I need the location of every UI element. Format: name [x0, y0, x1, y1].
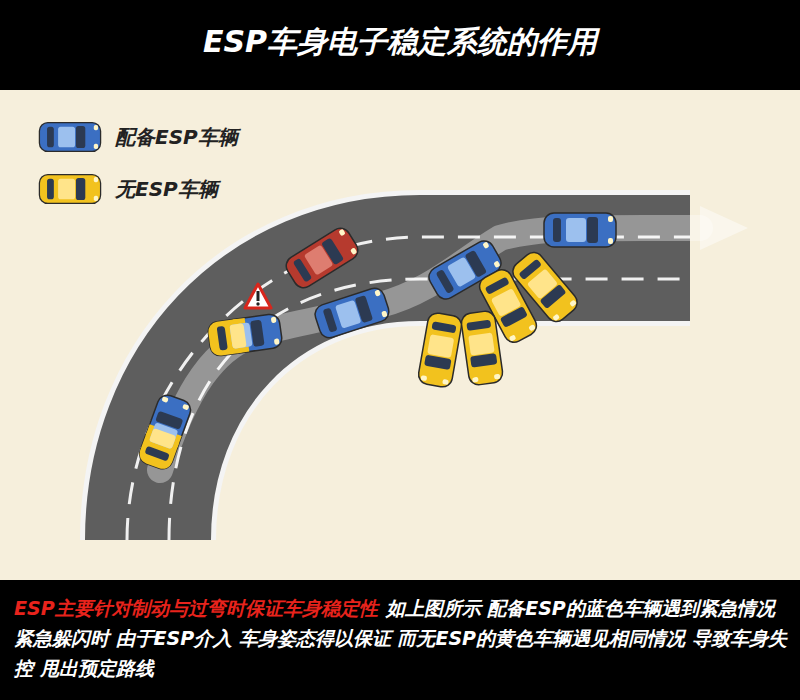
- car-part: [552, 314, 560, 322]
- car-part: [76, 178, 85, 200]
- car-part: [137, 392, 194, 471]
- car-part: [485, 277, 510, 295]
- car-part: [460, 310, 504, 386]
- car-part: [470, 353, 497, 368]
- car-part: [350, 247, 357, 255]
- car-part: [465, 250, 488, 278]
- car-part: [608, 238, 613, 244]
- car-part: [39, 123, 100, 152]
- caption: ESP主要针对制动与过弯时保证车身稳定性: [14, 597, 378, 619]
- car-part: [509, 334, 517, 341]
- car-icon: [544, 213, 616, 247]
- car-part: [420, 375, 427, 381]
- car-part: [47, 179, 54, 199]
- car-part: [274, 338, 280, 345]
- car-part: [427, 334, 454, 358]
- car-part: [39, 175, 100, 204]
- car-part: [250, 320, 265, 347]
- car-part: [608, 216, 613, 222]
- top-band: [0, 0, 800, 90]
- car-part: [566, 218, 586, 242]
- car-part: [466, 320, 491, 331]
- car-part: [587, 217, 598, 243]
- car-part: [500, 306, 528, 328]
- car-icon: [313, 286, 392, 341]
- caption-block: ESP主要针对制动与过弯时保证车身稳定性如上图所示 配备ESP的蓝色车辆遇到紧急…: [14, 593, 788, 683]
- car-part: [355, 295, 373, 323]
- car-part: [229, 322, 252, 349]
- car-part: [58, 179, 75, 199]
- car-part: [182, 404, 189, 411]
- car-part: [424, 355, 452, 370]
- car-part: [468, 332, 495, 355]
- car-part: [282, 225, 361, 292]
- car-part: [94, 196, 98, 201]
- car-part: [417, 312, 463, 389]
- car-part: [58, 127, 75, 147]
- car-part: [436, 269, 455, 294]
- car-icon: [207, 313, 283, 357]
- title: ESP车身电子稳定系统的作用: [0, 22, 800, 63]
- car-part: [323, 307, 338, 332]
- legend-text: 无ESP车辆: [115, 176, 218, 203]
- panel-ground: [0, 90, 800, 580]
- esp-trajectory: [160, 228, 700, 470]
- car-part: [161, 396, 168, 403]
- car-part: [94, 144, 98, 149]
- warning-sign: [245, 284, 271, 308]
- car-part: [381, 310, 388, 317]
- car-part: [540, 284, 567, 309]
- car-part: [144, 446, 169, 462]
- car-part: [229, 323, 246, 349]
- car-part: [374, 289, 381, 296]
- car-icon: [137, 392, 194, 471]
- car-part: [338, 229, 345, 237]
- car-part: [482, 241, 489, 249]
- trajectory-arrowhead: [700, 206, 748, 250]
- car-part: [47, 127, 54, 147]
- car-part: [313, 286, 392, 341]
- car-part: [493, 260, 500, 268]
- car-part: [553, 218, 561, 242]
- car-part: [472, 377, 479, 383]
- car-icon: [460, 310, 504, 386]
- bottom-band: [0, 580, 800, 700]
- car-icon: [282, 225, 361, 292]
- legend-text: 配备ESP车辆: [115, 124, 238, 151]
- car-part: [494, 374, 501, 380]
- car-part: [155, 411, 183, 430]
- car-part: [207, 313, 283, 357]
- car-part: [442, 379, 449, 385]
- car-part: [569, 299, 577, 307]
- car-part: [76, 126, 85, 148]
- car-part: [431, 321, 456, 333]
- car-icon: [39, 175, 100, 204]
- car-part: [149, 428, 176, 449]
- car-part: [528, 324, 536, 331]
- car-part: [94, 177, 98, 182]
- car-part: [271, 317, 277, 324]
- car-icon: [39, 123, 100, 152]
- car-part: [518, 259, 542, 281]
- car-part: [321, 237, 344, 265]
- car-part: [293, 258, 313, 283]
- car-part: [544, 213, 616, 247]
- lane-line: [169, 279, 690, 540]
- car-icon: [417, 312, 463, 389]
- car-part: [94, 125, 98, 130]
- car-part: [217, 326, 228, 351]
